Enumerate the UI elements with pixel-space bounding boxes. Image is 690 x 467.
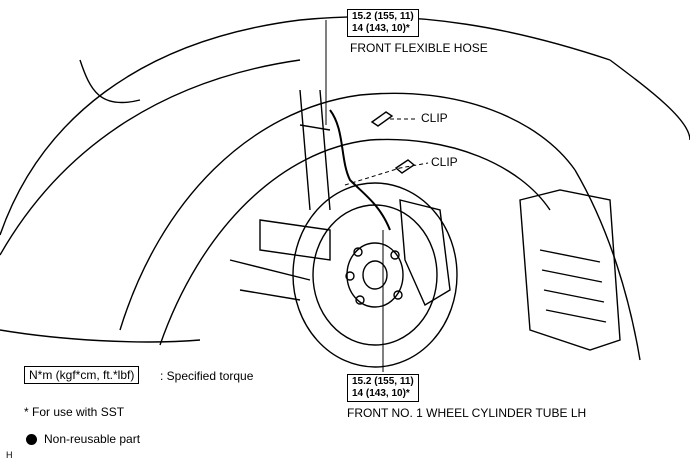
mud-flap [519, 189, 621, 351]
torque-hose-line1: 15.2 (155, 11) [352, 11, 414, 22]
torque-hose-line2: 14 (143, 10)* [352, 23, 410, 34]
clip-2 [394, 159, 416, 174]
non-reusable-dot-icon [26, 434, 37, 445]
wheel-arch [119, 92, 576, 331]
legend-units-text: : Specified torque [160, 369, 254, 383]
hub [346, 242, 404, 308]
legend-units-box: N*m (kgf*cm, ft.*lbf) [24, 366, 140, 384]
label-wheel-cylinder-tube: FRONT NO. 1 WHEEL CYLINDER TUBE LH [347, 406, 587, 420]
body-lower-outline [0, 329, 201, 343]
torque-tube-line1: 15.2 (155, 11) [352, 376, 414, 387]
legend-sst-note: * For use with SST [24, 405, 125, 419]
brake-disc [292, 182, 458, 368]
torque-tube-line2: 14 (143, 10)* [352, 388, 410, 399]
callout-clip2 [344, 162, 429, 186]
brake-caliper [399, 199, 451, 307]
label-clip-1: CLIP [421, 111, 448, 125]
torque-spec-hose: 15.2 (155, 11) 14 (143, 10)* [347, 9, 419, 37]
fender-inner-outline [0, 59, 301, 256]
legend-non-reusable: Non-reusable part [44, 432, 141, 446]
corner-mark: H [6, 450, 13, 460]
clip-1 [370, 111, 394, 127]
flexible-hose [329, 109, 391, 231]
strut [299, 89, 331, 211]
hood-line [79, 59, 141, 104]
body-right [574, 169, 641, 361]
wheel-arch-liner [159, 138, 551, 346]
fender-outline [0, 16, 611, 236]
brake-disc-inner [312, 204, 438, 346]
label-front-flexible-hose: FRONT FLEXIBLE HOSE [350, 41, 488, 55]
torque-spec-tube: 15.2 (155, 11) 14 (143, 10)* [347, 374, 419, 402]
label-clip-2: CLIP [431, 155, 458, 169]
body-right-edge [609, 59, 690, 141]
